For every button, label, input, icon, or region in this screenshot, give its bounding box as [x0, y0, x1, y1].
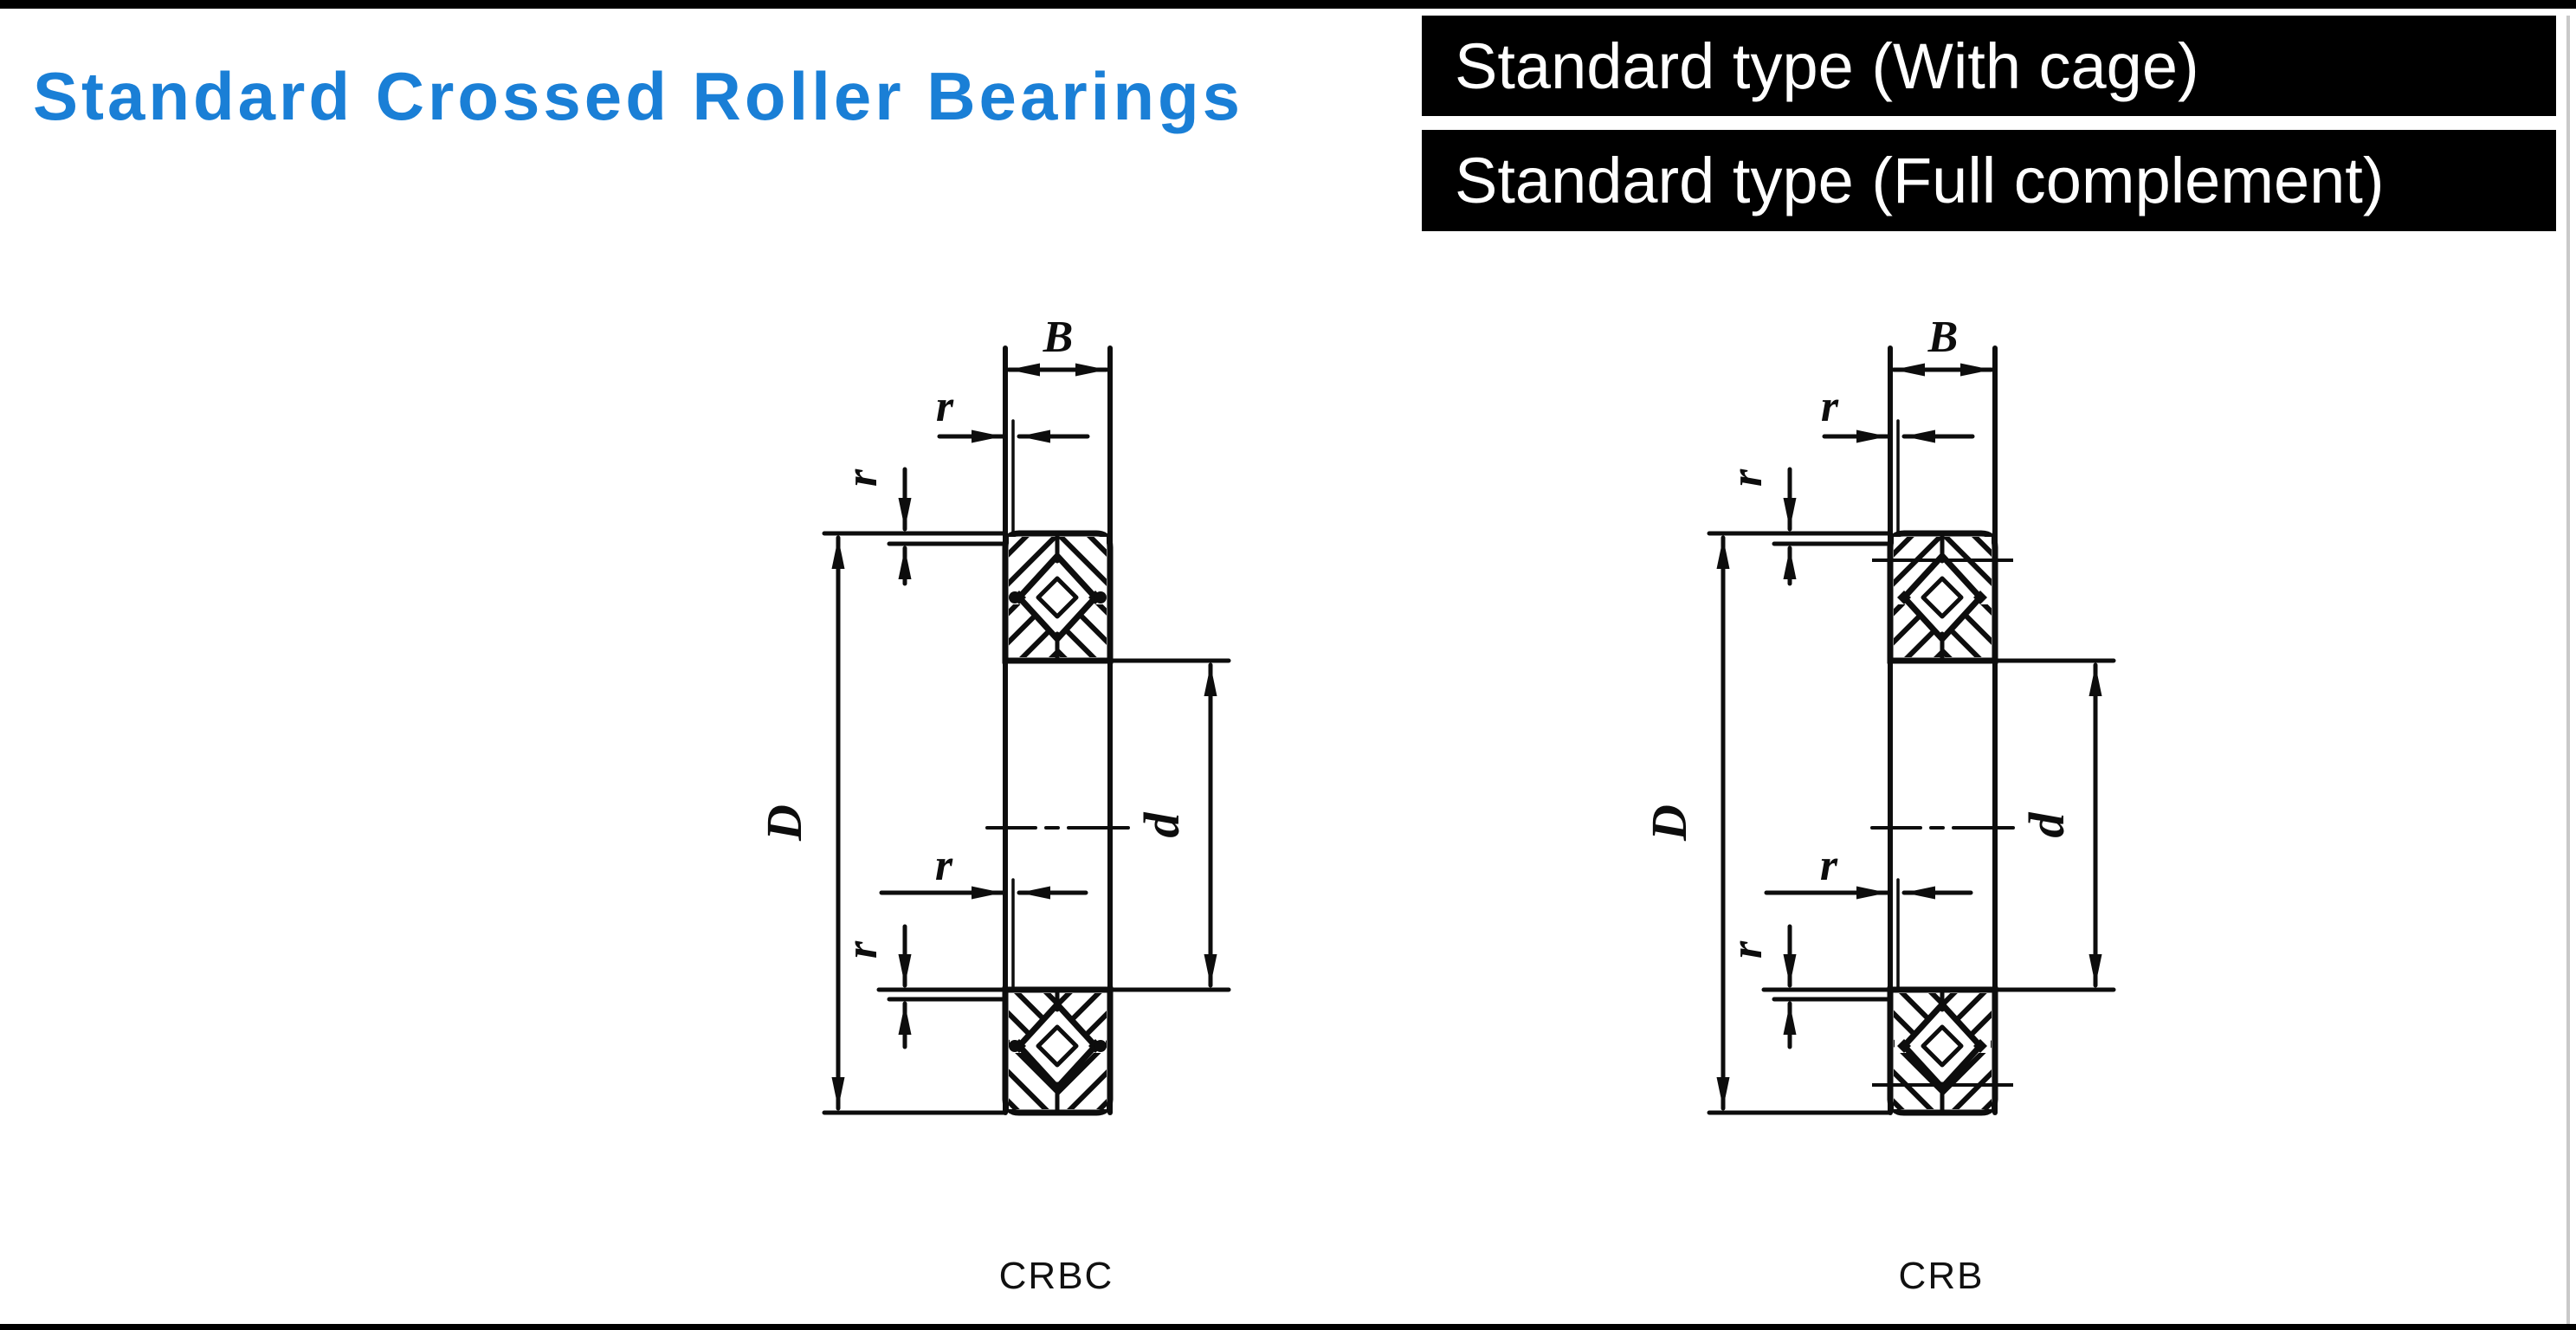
crb-caption: CRB — [1899, 1255, 1985, 1297]
width-dim-label: B — [1927, 313, 1959, 362]
bore-diameter-dim-label: d — [2018, 812, 2075, 838]
chamfer-dim-label-lower-left: r — [837, 940, 887, 959]
top-edge-bar — [0, 0, 2576, 9]
chamfer-dim-label-top: r — [1821, 382, 1839, 431]
bottom-edge-bar — [0, 1324, 2576, 1330]
bore-diameter-dim-label: d — [1133, 812, 1190, 838]
page-edge-line — [2566, 16, 2570, 1330]
page-title: Standard Crossed Roller Bearings — [33, 58, 1244, 135]
banner-full-complement-label: Standard type (Full complement) — [1455, 145, 2385, 216]
width-dim-label: B — [1043, 313, 1074, 362]
banner-full-complement: Standard type (Full complement) — [1422, 130, 2556, 231]
crbc-diagram: B r r r r D d CRBC — [756, 313, 1229, 1297]
chamfer-dim-label-middle: r — [935, 841, 953, 890]
banner-with-cage: Standard type (With cage) — [1422, 16, 2556, 116]
cage-marks — [1009, 591, 1107, 1052]
chamfer-dim-label-upper-left: r — [837, 468, 887, 487]
outer-diameter-dim-label: D — [756, 804, 812, 842]
chamfer-dim-label-upper-left: r — [1722, 468, 1772, 487]
crbc-caption: CRBC — [999, 1255, 1114, 1297]
chamfer-dim-label-middle: r — [1820, 841, 1838, 890]
roller-envelope-lines — [1872, 558, 2013, 1087]
outer-diameter-dim-label: D — [1641, 804, 1697, 842]
crb-diagram: B r r r r D d CRB — [1641, 313, 2114, 1297]
banner-with-cage-label: Standard type (With cage) — [1455, 29, 2199, 102]
chamfer-dim-label-top: r — [936, 382, 954, 431]
chamfer-dim-label-lower-left: r — [1722, 940, 1772, 959]
